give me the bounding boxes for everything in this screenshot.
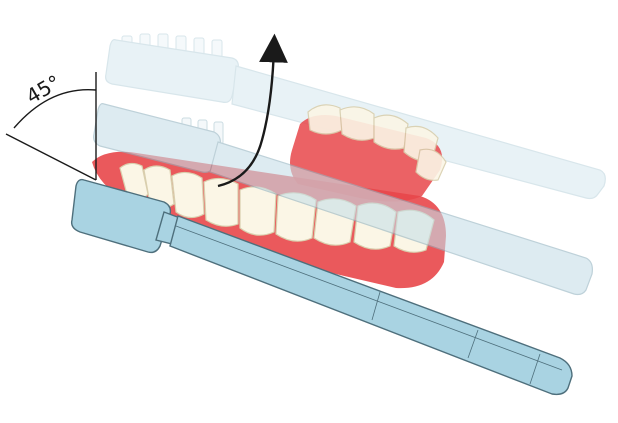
toothbrush-faded-middle [93,103,593,296]
handle-segment-1 [371,291,381,321]
toothbrush-solid [70,178,573,396]
handle-ridge-1 [175,225,563,371]
angle-arc [13,88,97,129]
brush-head-faded-top [105,39,239,103]
rotation-arrow-icon [217,33,288,188]
brush-handle-solid [169,215,573,396]
brush-handle-faded-middle [209,141,593,296]
upper-jaw [290,104,447,202]
angle-arc-icon [5,72,97,181]
brush-head-solid [70,178,172,254]
upper-teeth [307,104,447,181]
angle-label: 45° [22,70,65,109]
handle-segment-3 [529,353,541,385]
handle-segment-2 [467,329,479,359]
brush-head-faded-middle [93,103,221,173]
angle-diagonal-line [5,133,97,181]
